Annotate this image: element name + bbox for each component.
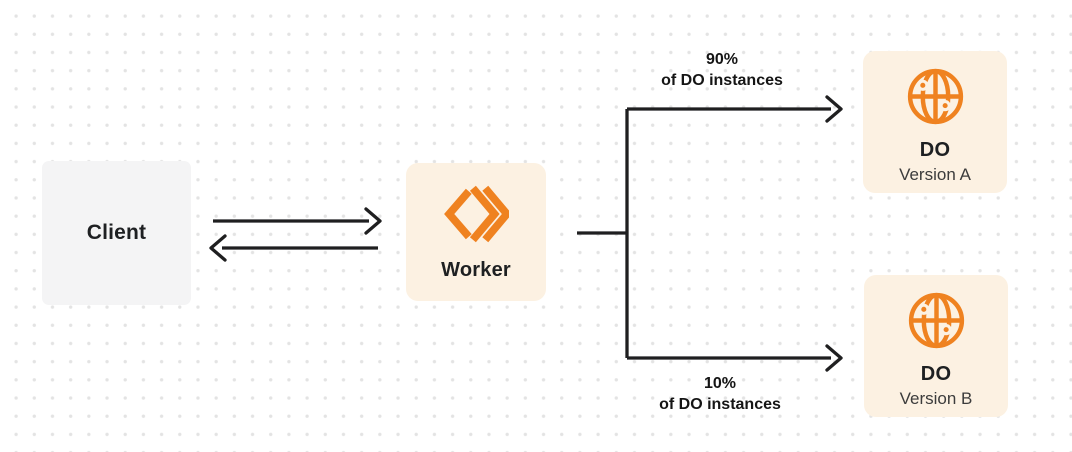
- node-do-version-b: DO Version B: [864, 275, 1008, 417]
- edge-label-bottom: 10% of DO instances: [614, 373, 826, 415]
- arrowhead-top-right-icon: [825, 95, 843, 123]
- do-b-subtitle: Version B: [899, 389, 973, 408]
- node-worker: Worker: [406, 163, 546, 301]
- arrowhead-bottom-right-icon: [825, 344, 843, 372]
- edge-label-top-text: of DO instances: [661, 72, 783, 89]
- edge-label-top: 90% of DO instances: [616, 49, 828, 91]
- edge-label-top-percent: 90%: [705, 51, 739, 68]
- edge-label-bottom-text: of DO instances: [659, 396, 781, 413]
- arrowhead-left-icon: [209, 234, 227, 262]
- globe-icon: [907, 68, 963, 125]
- node-do-version-a: DO Version A: [863, 51, 1007, 193]
- client-label: Client: [86, 221, 147, 244]
- node-client: Client: [42, 161, 191, 305]
- arrowhead-right-icon: [364, 207, 382, 235]
- worker-label: Worker: [441, 259, 511, 281]
- workers-icon: [444, 185, 509, 243]
- globe-icon: [908, 292, 964, 349]
- edge-label-bottom-percent: 10%: [703, 375, 737, 392]
- do-b-title: DO: [920, 363, 952, 385]
- do-a-title: DO: [919, 139, 951, 161]
- do-a-subtitle: Version A: [899, 165, 971, 184]
